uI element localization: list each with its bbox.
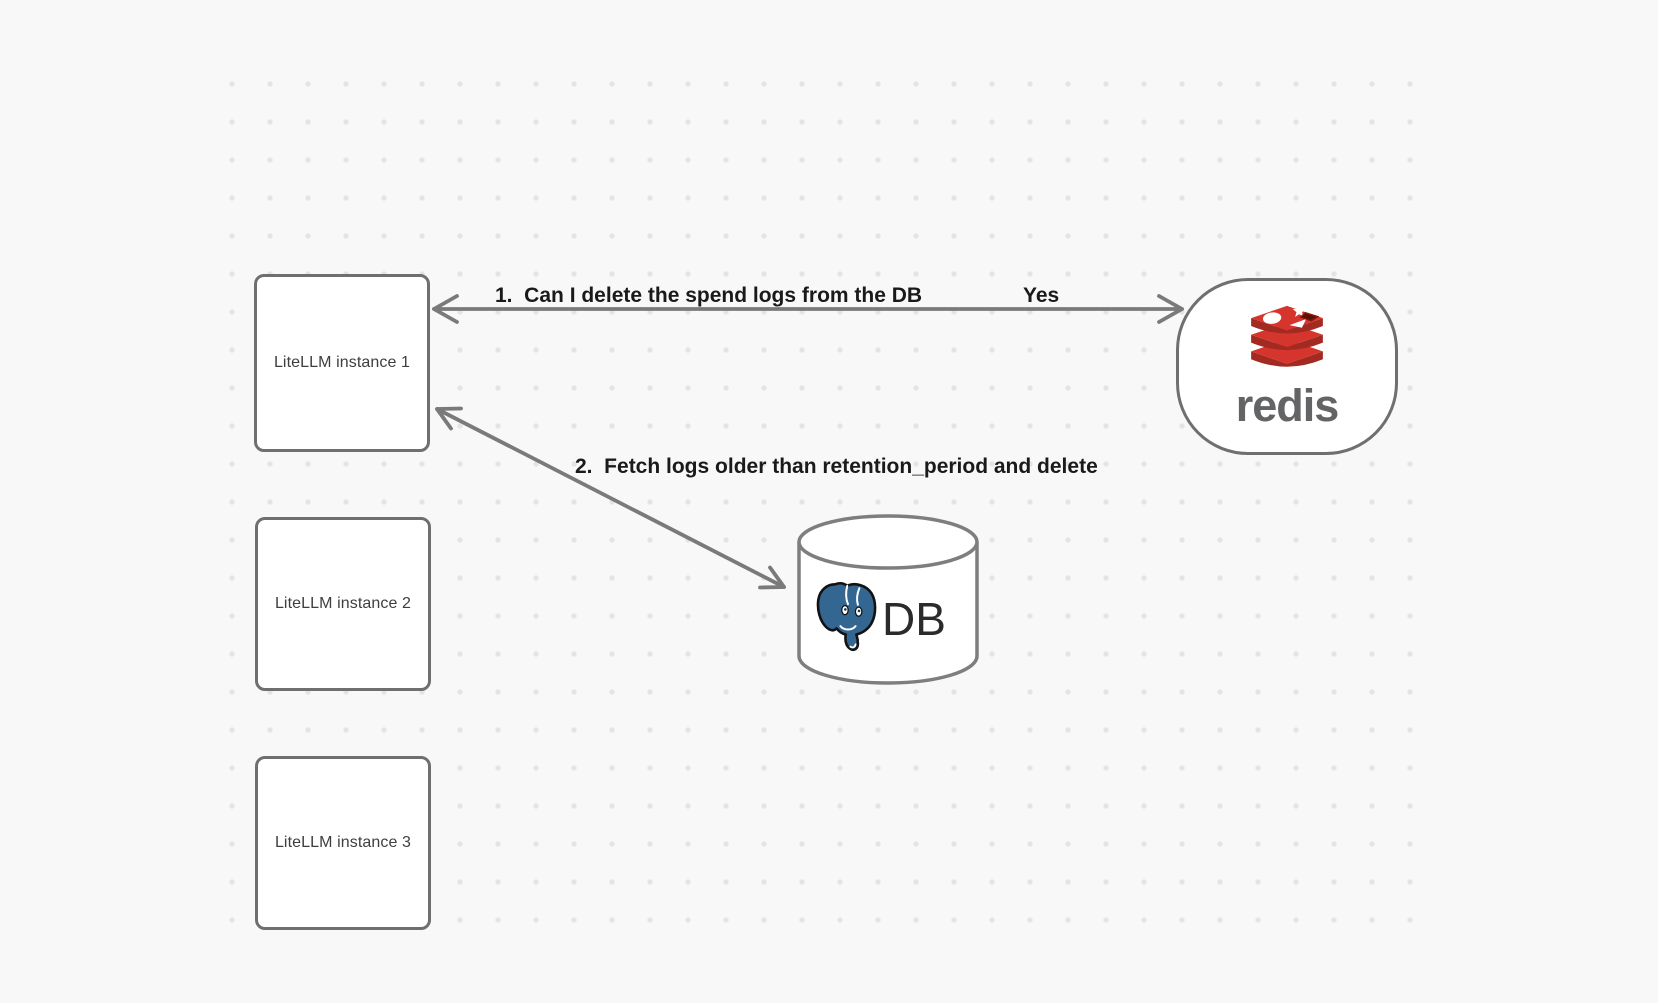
edge1-response-label[interactable]: Yes (1023, 284, 1060, 307)
edge2-action-label[interactable]: 2. Fetch logs older than retention_perio… (575, 455, 1098, 478)
node-label: LiteLLM instance 2 (274, 595, 412, 612)
node-litellm-instance-1[interactable]: LiteLLM instance 1 (254, 274, 430, 452)
redis-logo-icon (1251, 305, 1323, 367)
node-litellm-instance-2[interactable]: LiteLLM instance 2 (255, 517, 431, 691)
redis-wordmark: redis (1235, 380, 1340, 431)
node-label: LiteLLM instance 1 (273, 354, 411, 371)
node-redis[interactable]: redis (1176, 278, 1398, 455)
node-database-cylinder[interactable] (796, 513, 980, 688)
postgresql-elephant-icon (816, 582, 877, 652)
database-label: DB (882, 593, 946, 645)
edge1-question-label[interactable]: 1. Can I delete the spend logs from the … (495, 284, 923, 307)
node-label: LiteLLM instance 3 (274, 834, 412, 851)
node-litellm-instance-3[interactable]: LiteLLM instance 3 (255, 756, 431, 930)
